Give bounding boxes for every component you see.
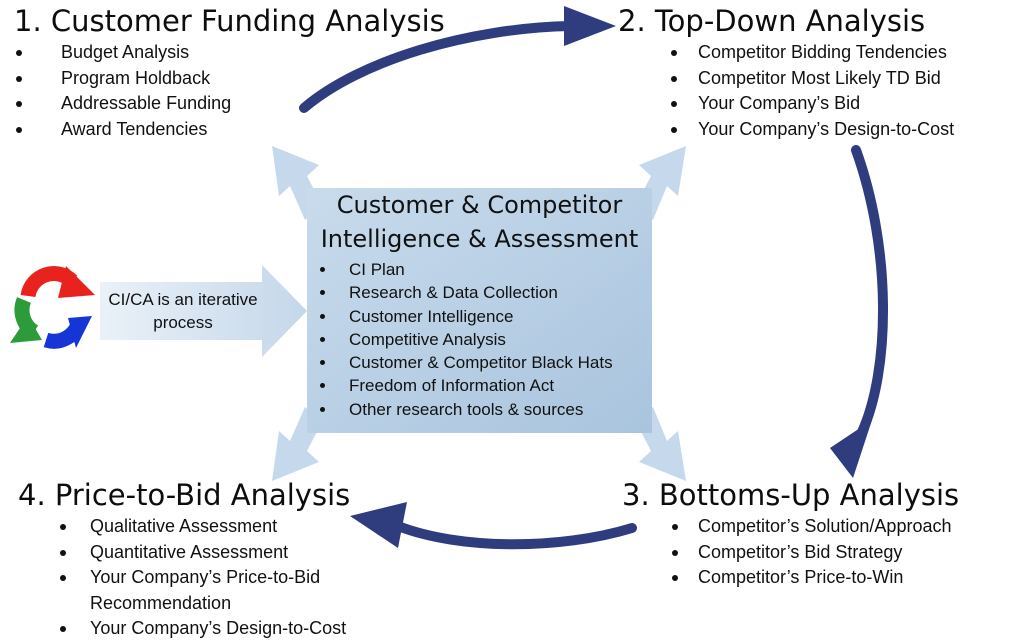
list-item: Other research tools & sources [307, 398, 652, 421]
flow-arrow-1-to-2-head [564, 6, 616, 46]
flow-arrow-2-to-3 [851, 145, 888, 437]
flow-arrows [299, 6, 888, 550]
list-item: Your Company’s Bid [618, 91, 954, 117]
quadrant-price-to-bid: 4. Price-to-Bid Analysis Qualitative Ass… [18, 478, 390, 642]
list-item: Addressable Funding [14, 91, 445, 117]
quadrant-customer-funding: 1. Customer Funding Analysis Budget Anal… [14, 4, 445, 142]
quadrant-title: 2. Top-Down Analysis [618, 4, 926, 38]
list-item: Your Company’s Design-to-Cost [18, 616, 390, 642]
center-intelligence-box: Customer & Competitor Intelligence & Ass… [307, 188, 652, 421]
recycle-icon [10, 266, 95, 349]
list-item: Qualitative Assessment [18, 514, 390, 540]
quadrant-list: Competitor Bidding Tendencies Competitor… [618, 40, 954, 142]
quadrant-title: 4. Price-to-Bid Analysis [18, 478, 351, 512]
quadrant-title: 3. Bottoms-Up Analysis [622, 478, 960, 512]
flow-arrow-1-to-2 [299, 21, 575, 113]
flow-arrow-2-to-3-head [830, 420, 872, 478]
center-list: CI Plan Research & Data Collection Custo… [307, 258, 652, 421]
list-item: Customer & Competitor Black Hats [307, 351, 652, 374]
list-item: Quantitative Assessment [18, 540, 390, 566]
list-item: Budget Analysis [14, 40, 445, 66]
quadrant-top-down: 2. Top-Down Analysis Competitor Bidding … [618, 4, 954, 142]
center-title-line2: Intelligence & Assessment [320, 225, 639, 253]
list-item: Competitor’s Price-to-Win [622, 565, 959, 591]
list-item: CI Plan [307, 258, 652, 281]
list-item: Competitor Most Likely TD Bid [618, 66, 954, 92]
quadrant-bottoms-up: 3. Bottoms-Up Analysis Competitor’s Solu… [622, 478, 959, 591]
list-item: Program Holdback [14, 66, 445, 92]
quadrant-title: 1. Customer Funding Analysis [14, 4, 445, 38]
list-item: Award Tendencies [14, 117, 445, 143]
list-item: Your Company’s Design-to-Cost [618, 117, 954, 143]
list-item: Competitive Analysis [307, 328, 652, 351]
center-box [307, 188, 652, 433]
list-item: Research & Data Collection [307, 281, 652, 304]
list-item: Freedom of Information Act [307, 374, 652, 397]
list-item: Competitor’s Bid Strategy [622, 540, 959, 566]
quadrant-list: Qualitative Assessment Quantitative Asse… [18, 514, 390, 642]
quadrant-list: Competitor’s Solution/Approach Competito… [622, 514, 959, 591]
list-item: Competitor’s Solution/Approach [622, 514, 959, 540]
flow-arrow-3-to-4 [393, 521, 637, 550]
list-item: Your Company’s Price-to-Bid Recommendati… [18, 565, 390, 616]
iterative-process-label: CI/CA is an iterative process [108, 290, 258, 332]
center-title: Customer & Competitor Intelligence & Ass… [307, 188, 652, 256]
center-title-line1: Customer & Competitor [336, 191, 623, 219]
quadrant-list: Budget Analysis Program Holdback Address… [14, 40, 445, 142]
list-item: Competitor Bidding Tendencies [618, 40, 954, 66]
iterative-process-arrow [100, 265, 307, 357]
list-item: Customer Intelligence [307, 305, 652, 328]
flow-arrow-3-to-4-head [350, 502, 407, 548]
